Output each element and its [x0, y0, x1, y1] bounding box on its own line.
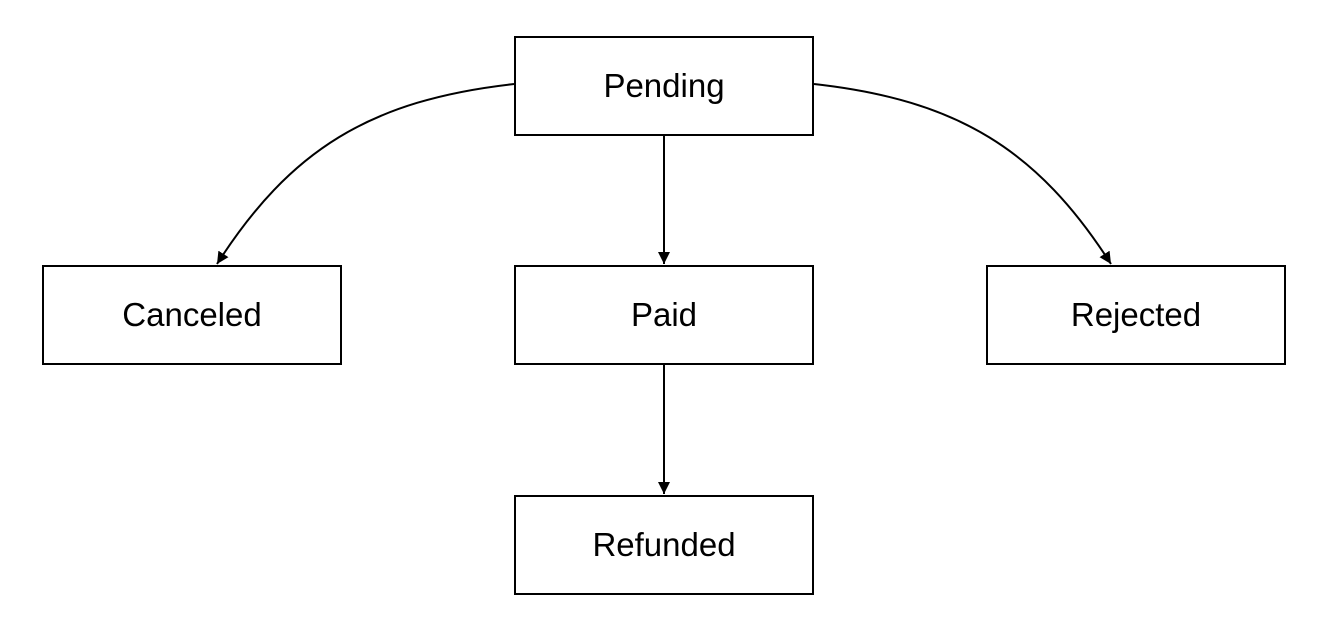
state-label-refunded: Refunded: [592, 526, 736, 563]
state-label-rejected: Rejected: [1070, 296, 1202, 333]
edge-pending-to-canceled: [216, 83, 515, 265]
state-node-rejected: Rejected: [986, 265, 1286, 365]
state-label-canceled: Canceled: [122, 296, 262, 333]
state-label-pending: Pending: [603, 67, 725, 104]
state-node-refunded: Refunded: [514, 495, 814, 595]
state-label-paid: Paid: [630, 296, 698, 333]
state-node-paid: Paid: [514, 265, 814, 365]
state-node-pending: Pending: [514, 36, 814, 136]
edge-pending-to-rejected: [813, 83, 1112, 265]
state-node-canceled: Canceled: [42, 265, 342, 365]
